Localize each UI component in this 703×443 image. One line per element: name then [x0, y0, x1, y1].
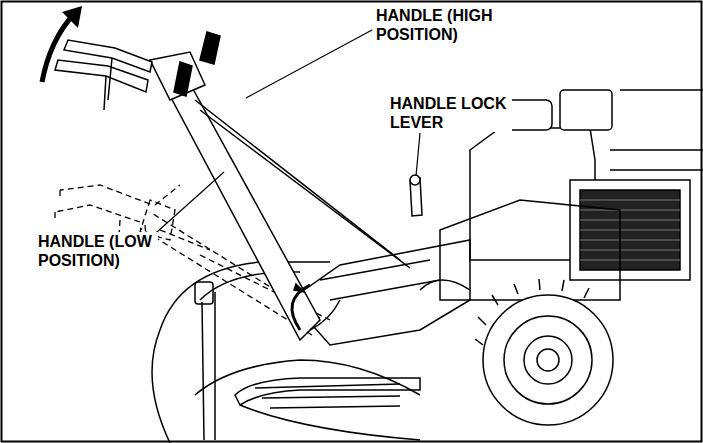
part-label: HANDLE (LOW POSITION) — [38, 232, 158, 270]
handle-high — [55, 32, 410, 340]
handle-lock-lever — [410, 175, 422, 216]
arrow-head — [62, 6, 82, 28]
leader-line — [148, 30, 420, 240]
wheel — [475, 279, 613, 425]
part-label: HANDLE LOCK LEVER — [390, 94, 512, 132]
part-label: HANDLE (HIGH POSITION) — [376, 6, 498, 44]
transmission — [290, 240, 470, 345]
